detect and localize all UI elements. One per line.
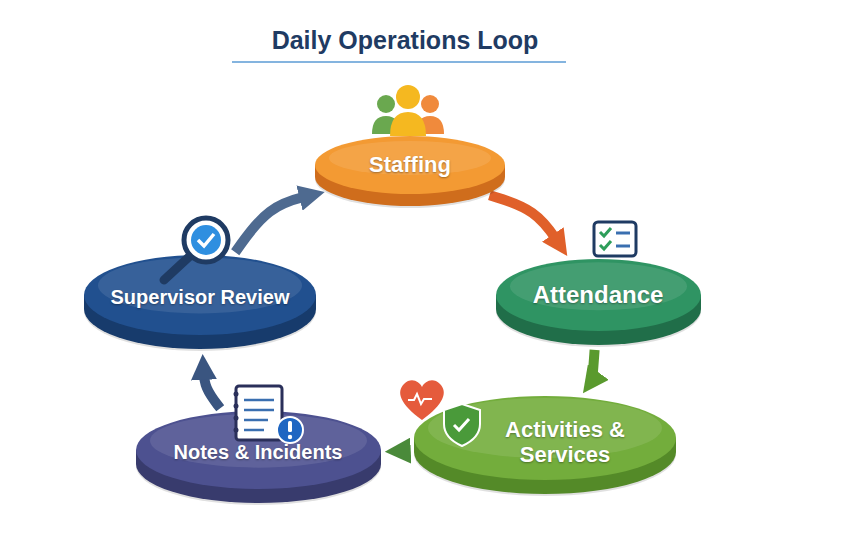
flow-arrow xyxy=(235,195,311,252)
node-label: Staffing xyxy=(369,152,451,177)
checklist-icon xyxy=(594,222,636,256)
process-disc: Supervisor Review xyxy=(84,255,316,349)
node-label-box: Activities & Services xyxy=(414,396,676,480)
people-icon xyxy=(372,85,444,136)
disc-highlight xyxy=(98,257,302,313)
node-label-box: Attendance xyxy=(496,259,701,331)
disc-top xyxy=(136,411,381,489)
disc-top xyxy=(414,396,676,480)
flow-arrow xyxy=(399,446,410,456)
magnifier-icon xyxy=(164,218,228,280)
node-label: Activities & Services xyxy=(485,417,645,468)
process-disc: Activities & Services xyxy=(414,396,676,494)
node-label: Notes & Incidents xyxy=(174,441,343,464)
diagram-title: Daily Operations Loop xyxy=(0,26,810,55)
notebook-icon xyxy=(234,386,304,443)
node-label-box: Staffing xyxy=(315,136,505,194)
heart-icon xyxy=(400,380,444,420)
node-label-box: Notes & Incidents xyxy=(136,411,381,489)
process-disc: Staffing xyxy=(315,136,505,206)
node-label: Supervisor Review xyxy=(111,286,290,309)
disc-top xyxy=(315,136,505,194)
disc-top xyxy=(84,255,316,335)
flow-arrow xyxy=(591,350,594,382)
title-underline xyxy=(232,61,566,63)
disc-highlight xyxy=(510,262,687,310)
disc-top xyxy=(496,259,701,331)
node-label-box: Supervisor Review xyxy=(84,255,316,335)
process-disc: Attendance xyxy=(496,259,701,345)
node-label: Attendance xyxy=(533,281,664,309)
disc-highlight xyxy=(150,414,367,468)
flow-arrow xyxy=(490,195,560,244)
process-disc: Notes & Incidents xyxy=(136,411,381,503)
flow-arrow xyxy=(203,368,220,408)
shield-icon xyxy=(444,404,480,446)
